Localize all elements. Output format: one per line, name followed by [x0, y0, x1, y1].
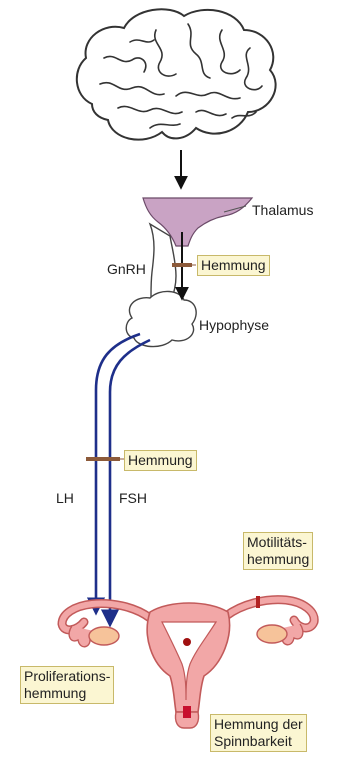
fsh-label: FSH [119, 491, 147, 505]
gnrh-label: GnRH [107, 262, 146, 276]
motilitaet-box: Motilitäts- hemmung [243, 532, 313, 570]
proliferation-line-1: Proliferations- [24, 668, 110, 685]
hypophyse-gland [126, 291, 196, 346]
left-ovary [89, 627, 119, 645]
right-ovary [257, 625, 287, 643]
lh-label: LH [56, 491, 74, 505]
motilitaet-line-1: Motilitäts- [247, 534, 309, 551]
proliferation-box: Proliferations- hemmung [20, 666, 114, 704]
fsh-line [110, 340, 150, 624]
thalamus-label: Thalamus [252, 203, 313, 217]
cervix-marker [183, 706, 191, 718]
spinnbarkeit-line-2: Spinnbarkeit [214, 733, 303, 750]
tube-inhibition-mark [256, 596, 260, 608]
inhibition-bar-lh-fsh [86, 457, 120, 461]
hemmung-box-mid-text: Hemmung [128, 452, 193, 469]
lh-line [96, 334, 140, 612]
motilitaet-line-2: hemmung [247, 551, 309, 568]
brain-illustration [77, 9, 276, 139]
reproductive-organs [62, 596, 314, 728]
spinnbarkeit-box: Hemmung der Spinnbarkeit [210, 714, 307, 752]
inhibition-bar-gnrh [172, 263, 192, 267]
hypophyse-label: Hypophyse [199, 318, 269, 332]
uterus-dot [183, 638, 191, 646]
proliferation-line-2: hemmung [24, 685, 110, 702]
hemmung-box-top-text: Hemmung [201, 257, 266, 274]
hemmung-box-top: Hemmung [197, 255, 270, 276]
spinnbarkeit-line-1: Hemmung der [214, 716, 303, 733]
hemmung-box-mid: Hemmung [124, 450, 197, 471]
